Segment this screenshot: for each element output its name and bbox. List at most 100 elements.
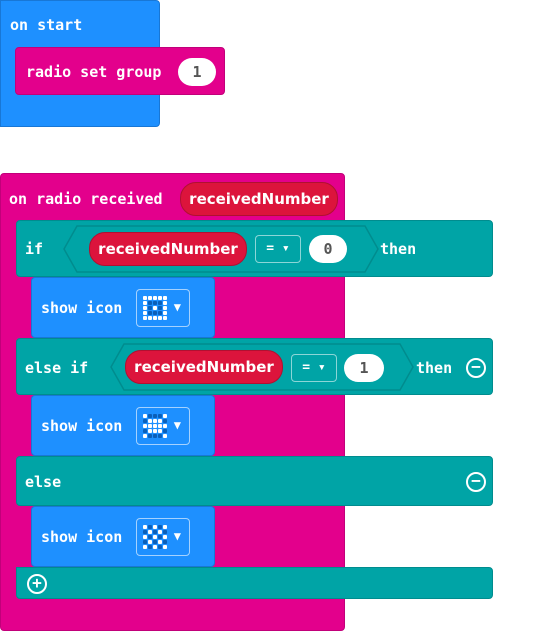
- led-off: [148, 535, 152, 539]
- led-on: [143, 414, 147, 418]
- led-on: [148, 429, 152, 433]
- if-block-footer[interactable]: +: [16, 567, 493, 599]
- led-on: [158, 419, 162, 423]
- if-label: if: [25, 240, 44, 258]
- led-on: [153, 429, 157, 433]
- else-if-then-label: then: [416, 359, 453, 377]
- led-on: [143, 301, 147, 305]
- led-on: [163, 311, 167, 315]
- icon-dropdown-3[interactable]: ▼: [136, 518, 190, 556]
- show-icon-label: show icon: [41, 417, 123, 435]
- show-icon-label: show icon: [41, 299, 123, 317]
- led-on: [143, 306, 147, 310]
- led-on: [163, 525, 167, 529]
- led-grid-icon: [143, 414, 167, 438]
- led-on: [148, 316, 152, 320]
- led-on: [163, 414, 167, 418]
- led-off: [153, 530, 157, 534]
- led-on: [153, 316, 157, 320]
- led-off: [143, 419, 147, 423]
- led-on: [163, 424, 167, 428]
- led-off: [143, 530, 147, 534]
- led-on: [153, 535, 157, 539]
- led-off: [163, 429, 167, 433]
- if-then-label: then: [380, 240, 417, 258]
- led-on: [163, 535, 167, 539]
- else-if-block[interactable]: else if receivedNumber = ▾ 1 then −: [16, 338, 493, 395]
- remove-else-minus-circle-icon[interactable]: −: [466, 472, 486, 492]
- led-on: [163, 545, 167, 549]
- led-off: [143, 540, 147, 544]
- led-off: [153, 311, 157, 315]
- received-number-param[interactable]: receivedNumber: [180, 182, 338, 216]
- led-on: [143, 316, 147, 320]
- led-on: [148, 419, 152, 423]
- else-block[interactable]: else −: [16, 456, 493, 506]
- led-off: [148, 311, 152, 315]
- led-off: [153, 434, 157, 438]
- led-on: [143, 525, 147, 529]
- else-if-value-input[interactable]: 1: [344, 354, 384, 382]
- add-else-if-plus-circle-icon[interactable]: +: [27, 574, 47, 594]
- led-off: [153, 301, 157, 305]
- led-on: [143, 535, 147, 539]
- led-on: [158, 316, 162, 320]
- led-on: [158, 429, 162, 433]
- led-off: [158, 535, 162, 539]
- led-off: [148, 414, 152, 418]
- led-off: [158, 301, 162, 305]
- led-off: [158, 525, 162, 529]
- led-off: [163, 530, 167, 534]
- led-off: [148, 434, 152, 438]
- led-off: [158, 311, 162, 315]
- else-if-operator-dropdown[interactable]: = ▾: [291, 354, 337, 382]
- led-on: [153, 296, 157, 300]
- led-off: [148, 525, 152, 529]
- show-icon-label: show icon: [41, 528, 123, 546]
- radio-set-group-block[interactable]: radio set group 1: [15, 47, 225, 95]
- led-on: [148, 296, 152, 300]
- led-on: [158, 540, 162, 544]
- else-if-variable[interactable]: receivedNumber: [125, 350, 283, 384]
- led-on: [158, 424, 162, 428]
- led-on: [153, 419, 157, 423]
- if-block[interactable]: if receivedNumber = ▾ 0 then: [16, 220, 493, 277]
- caret-down-icon: ▼: [173, 529, 181, 543]
- led-off: [148, 545, 152, 549]
- radio-set-group-label: radio set group: [26, 63, 162, 81]
- if-operator-dropdown[interactable]: = ▾: [255, 235, 301, 263]
- led-off: [163, 540, 167, 544]
- icon-dropdown-2[interactable]: ▼: [136, 407, 190, 445]
- else-label: else: [25, 473, 62, 491]
- led-off: [158, 306, 162, 310]
- icon-dropdown-1[interactable]: ▼: [136, 289, 190, 327]
- show-icon-block-1[interactable]: show icon ▼: [31, 277, 215, 338]
- led-off: [148, 301, 152, 305]
- led-off: [163, 419, 167, 423]
- led-on: [143, 296, 147, 300]
- led-grid-icon: [143, 296, 167, 320]
- led-on: [153, 306, 157, 310]
- led-on: [163, 301, 167, 305]
- led-on: [158, 296, 162, 300]
- led-off: [153, 414, 157, 418]
- led-on: [148, 540, 152, 544]
- if-value-input[interactable]: 0: [309, 235, 347, 263]
- caret-down-icon: ▼: [173, 300, 181, 314]
- led-off: [153, 540, 157, 544]
- group-number-input[interactable]: 1: [178, 58, 216, 86]
- led-on: [163, 434, 167, 438]
- led-off: [148, 306, 152, 310]
- else-if-label: else if: [25, 359, 89, 377]
- show-icon-block-2[interactable]: show icon ▼: [31, 395, 215, 456]
- show-icon-block-3[interactable]: show icon ▼: [31, 506, 215, 567]
- led-on: [143, 434, 147, 438]
- if-variable[interactable]: receivedNumber: [89, 232, 247, 266]
- led-on: [148, 530, 152, 534]
- led-off: [158, 545, 162, 549]
- led-off: [143, 429, 147, 433]
- remove-else-if-minus-circle-icon[interactable]: −: [466, 358, 486, 378]
- led-on: [163, 296, 167, 300]
- led-on: [153, 545, 157, 549]
- caret-down-icon: ▼: [173, 418, 181, 432]
